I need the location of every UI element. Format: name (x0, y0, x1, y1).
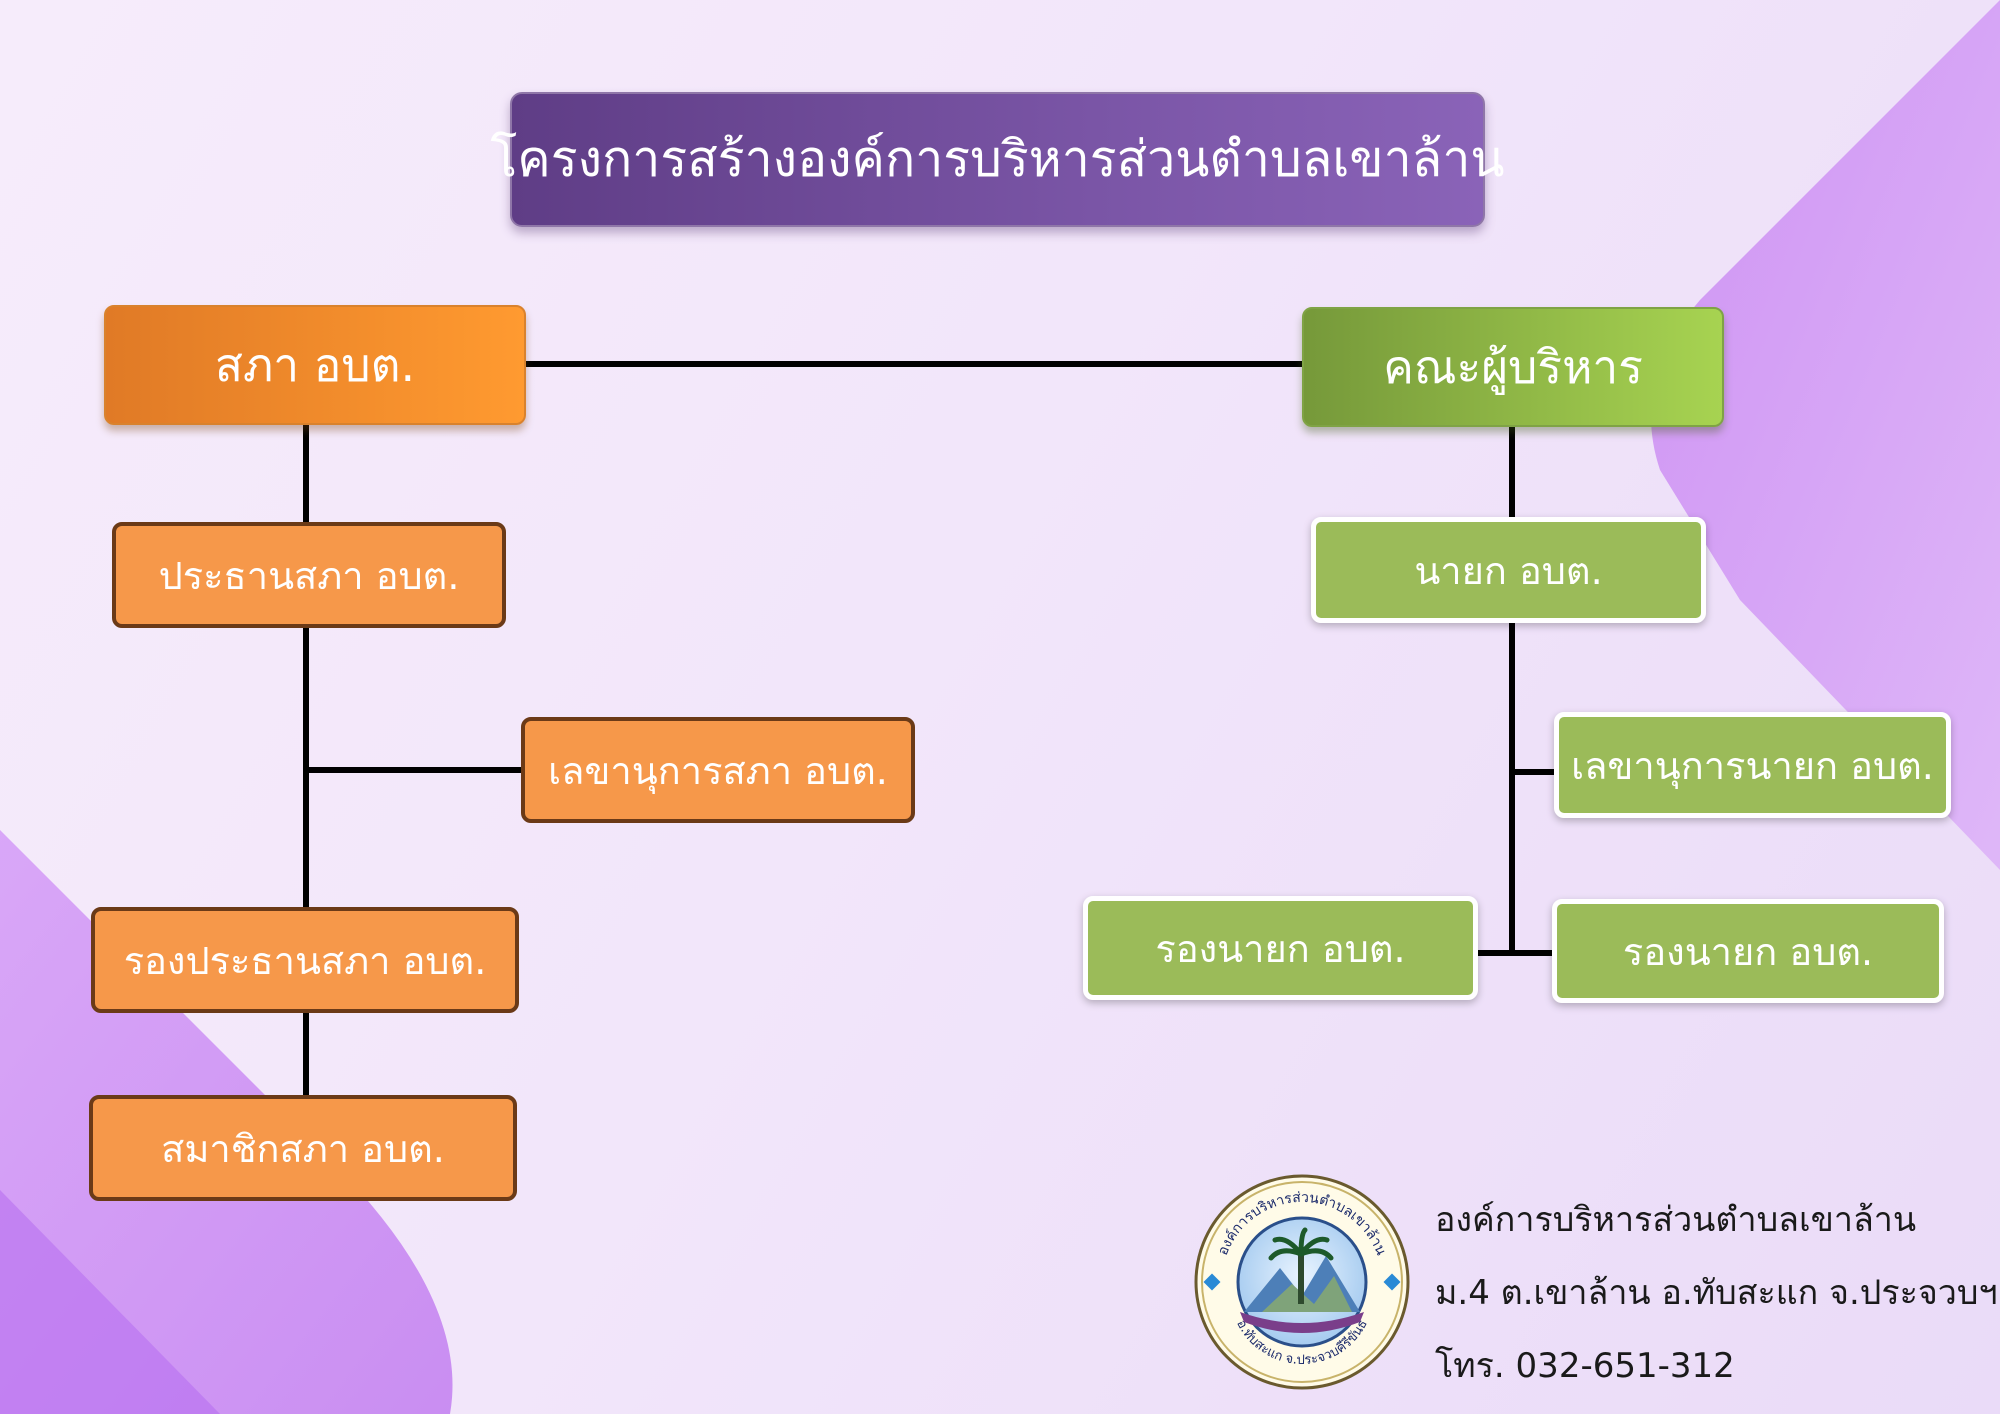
council-head-box: สภา อบต. (104, 305, 526, 425)
connector-executive-secretary (1509, 769, 1559, 775)
mayor-box: นายก อบต. (1311, 517, 1706, 623)
mayor-secretary-label: เลขานุการนายก อบต. (1571, 743, 1934, 788)
footer-address: ม.4 ต.เขาล้าน อ.ทับสะแก จ.ประจวบฯ (1435, 1273, 1998, 1313)
connector-executive-spine (1509, 427, 1515, 955)
chart-title-text: โครงการสร้างองค์การบริหารส่วนตำบลเขาล้าน (490, 130, 1505, 188)
bg-shape-left-inner (0, 1190, 220, 1414)
deputy-mayor-left-label: รองนายก อบต. (1155, 926, 1406, 971)
council-members-box: สมาชิกสภา อบต. (89, 1095, 517, 1201)
council-secretary-label: เลขานุการสภา อบต. (548, 748, 888, 793)
deputy-mayor-right-label: รองนายก อบต. (1622, 929, 1874, 974)
footer-org-name: องค์การบริหารส่วนตำบลเขาล้าน (1435, 1200, 1917, 1240)
executive-head-box: คณะผู้บริหาร (1302, 307, 1724, 427)
council-chair-box: ประธานสภา อบต. (112, 522, 506, 628)
mayor-label: นายก อบต. (1414, 548, 1603, 593)
deputy-mayor-left-box: รองนายก อบต. (1083, 896, 1478, 1000)
council-vice-chair-label: รองประธานสภา อบต. (123, 938, 487, 983)
connector-council-executive (526, 361, 1302, 367)
footer-phone: โทร. 032-651-312 (1435, 1346, 1735, 1386)
chart-title: โครงการสร้างองค์การบริหารส่วนตำบลเขาล้าน (490, 92, 1505, 227)
council-head-label: สภา อบต. (214, 337, 416, 392)
council-vice-chair-box: รองประธานสภา อบต. (91, 907, 519, 1013)
council-chair-label: ประธานสภา อบต. (158, 553, 460, 598)
deputy-mayor-right-box: รองนายก อบต. (1552, 899, 1944, 1003)
mayor-secretary-box: เลขานุการนายก อบต. (1554, 712, 1951, 818)
connector-executive-deputies (1478, 950, 1552, 956)
connector-council-secretary (303, 767, 523, 773)
connector-council-spine (303, 425, 309, 1095)
bg-shape-right (1651, 0, 2000, 870)
council-secretary-box: เลขานุการสภา อบต. (521, 717, 915, 823)
council-members-label: สมาชิกสภา อบต. (161, 1126, 445, 1171)
organization-seal-icon: องค์การบริหารส่วนตำบลเขาล้าน อ.ทับสะแก จ… (1194, 1174, 1410, 1390)
executive-head-label: คณะผู้บริหาร (1383, 339, 1643, 394)
